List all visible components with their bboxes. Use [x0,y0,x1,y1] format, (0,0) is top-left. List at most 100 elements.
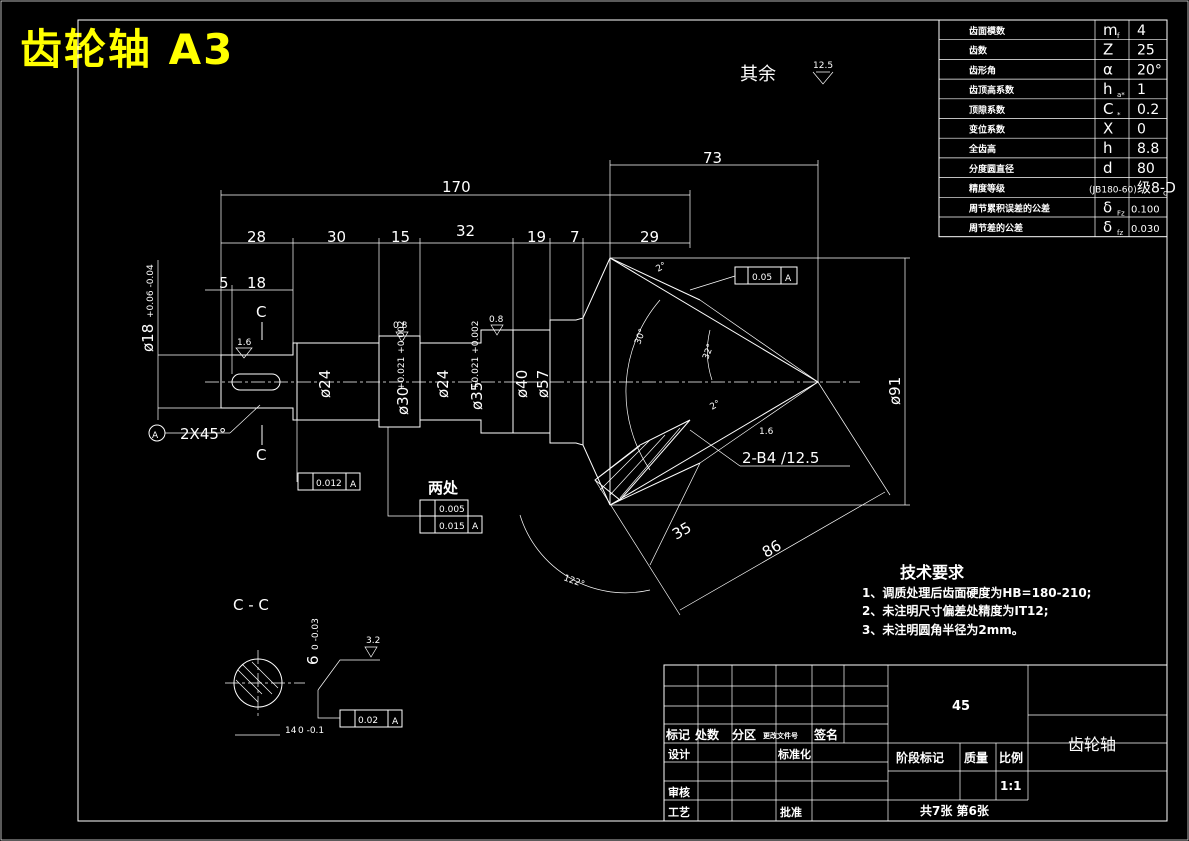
param-name-10: 周节差的公差 [969,222,1023,234]
dim-15: 15 [391,228,410,246]
param-value-3: 1 [1137,82,1146,98]
gear-face-lower [609,462,701,506]
tb-sheets: 共7张 第6张 [920,803,990,818]
fcf-symmetry-value: 0.02 [358,716,378,726]
param-value-5: 0 [1137,122,1146,138]
dim-angle-2-top: 2° [655,261,669,275]
param-name-7: 分度圆直径 [969,163,1014,175]
tb-part-name: 齿轮轴 [1068,735,1116,754]
dim-35: 35 [669,518,695,543]
top-dimension-lines [157,160,910,616]
section-cc-6-tol: 0 -0.03 [311,618,321,650]
section-cc-14: 14 [285,726,297,736]
fcf-top-datum: A [785,274,792,284]
tb-material: 45 [952,699,970,714]
roughness-0-8-a: 0.8 [393,321,408,331]
roughness-symbol [812,71,834,85]
param-symbol-2: α [1103,60,1113,78]
param-value-8: 级8-D [1137,181,1176,197]
dim-angle-2-bottom: 2° [709,399,723,413]
param-symbol-6: h [1103,139,1113,157]
param-symbol-3: h [1103,80,1113,98]
section-cc-leader [317,659,380,691]
dim-angle-30: 30° [633,328,648,346]
tb-design: 设计 [668,747,690,761]
fcf-0012-datum: A [350,480,357,490]
dim-phi24-b: ø24 [434,370,452,398]
fcf-0005-value: 0.005 [439,505,465,515]
param-symbol-4: C [1103,100,1113,118]
fcf-0015-datum: A [472,522,479,532]
tb-scale-label: 比例 [999,750,1023,765]
tb-zone: 分区 [732,727,756,742]
roughness-0-8-b: 0.8 [489,315,504,325]
tb-craft: 工艺 [668,805,690,819]
gear-cone [609,257,819,506]
tb-doc: 更改文件号 [763,731,798,740]
dim-phi30-tol: +0.021 +0.002 [397,321,407,390]
tb-sign: 签名 [813,727,838,742]
dim-phi18: ø18 [139,324,157,352]
dim-phi35-tol: +0.021 +0.002 [471,321,481,390]
roughness-1-6-b: 1.6 [759,427,774,437]
hatch-lines [597,427,681,499]
section-cc-hatch [235,661,279,703]
dim-86: 86 [759,536,785,561]
dim-phi35: ø35 [468,382,486,410]
param-name-9: 周节累积误差的公差 [969,202,1050,214]
fcf-top: 0.05 A [689,266,798,291]
param-symbol-10: δ [1103,218,1112,236]
param-sub-10: fz [1117,229,1123,237]
param-sub-9: Fz [1117,209,1125,217]
dim-170: 170 [442,178,471,196]
param-value-6: 8.8 [1137,141,1159,157]
param-name-8: 精度等级 [969,183,1006,195]
param-sub-3: a* [1117,91,1125,99]
roughness-note-label: 其余 [740,64,776,85]
param-value-0: 4 [1137,23,1146,39]
dim-7: 7 [570,228,580,246]
tb-review: 审核 [668,785,690,799]
dim-phi40: ø40 [513,370,531,398]
tb-count: 处数 [694,727,720,742]
section-cc-roughness-symbol [364,646,378,658]
tb-stage: 阶段标记 [896,750,944,765]
dim-30: 30 [327,228,346,246]
tb-std: 标准化 [777,747,811,761]
dim-29: 29 [640,228,659,246]
roughness-note-value: 12.5 [813,61,833,71]
title-block: 45 齿轮轴 标记 处数 分区 更改文件号 签名 设计 标准化 审核 工艺 批准… [663,664,1168,822]
dim-19: 19 [527,228,546,246]
drawing-title: 齿轮轴 A3 [20,25,235,74]
roughness-1-6: 1.6 [237,338,252,348]
tb-weight: 质量 [964,750,988,765]
param-value-4: 0.2 [1137,102,1159,118]
tech-item-1: 1、调质处理后齿面硬度为HB=180-210; [862,585,1091,600]
param-symbol-8: (JB180-60) [1089,186,1137,196]
datum-label: A [152,431,159,441]
center-hole-leader-2 [689,429,741,467]
param-value-9: 0.100 [1131,204,1160,215]
dim-phi57: ø57 [534,370,552,398]
dim-5: 5 [219,274,229,292]
dim-angle-32: 32° [701,343,716,361]
section-mark-bottom: C [256,446,266,464]
section-cc-14-tol: 0 -0.1 [298,726,324,736]
param-valsub-8: c [1163,189,1167,198]
param-symbol-9: δ [1103,198,1112,216]
param-sub-4: * [1117,111,1121,119]
section-cc-roughness: 3.2 [366,636,380,646]
center-hole-note: 2-B4 /12.5 [742,449,819,467]
dim-phi18-tol: +0.06 -0.04 [146,264,156,318]
keyway [231,373,281,391]
dim-32: 32 [456,222,475,240]
pitch-line-upper [699,299,819,383]
section-mark-top: C [256,303,266,321]
dim-phi30: ø30 [394,387,412,415]
param-value-10: 0.030 [1131,224,1160,235]
tech-heading: 技术要求 [900,563,965,582]
param-symbol-1: Z [1103,41,1113,59]
